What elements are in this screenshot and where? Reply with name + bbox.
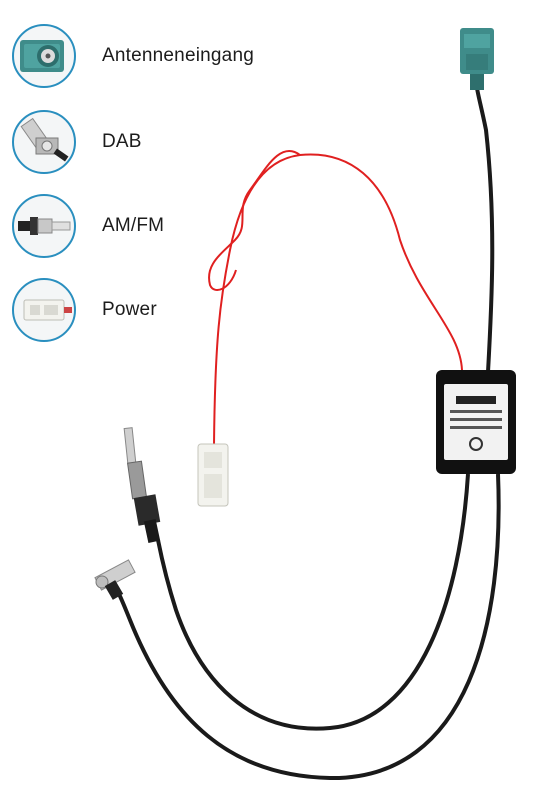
legend-label: AM/FM: [102, 215, 165, 236]
legend-item-dab: DAB: [12, 110, 142, 174]
smb-connector-icon: [94, 559, 136, 600]
am-fm-cable: [156, 473, 470, 731]
input-cable: [475, 87, 495, 373]
din-plug-icon: [123, 427, 161, 544]
legend-label: Antenneneingang: [102, 45, 254, 66]
din-plug-icon: [12, 194, 76, 258]
power-wire: [213, 153, 463, 446]
legend-item-antenneneingang: Antenneneingang: [12, 24, 254, 88]
legend-label: Power: [102, 299, 157, 320]
legend-label: DAB: [102, 131, 142, 152]
power-wire-coil: [208, 149, 301, 291]
splitter-box-icon: [436, 370, 516, 474]
dab-cable: [114, 473, 501, 781]
fakra-connector-icon: [460, 28, 494, 90]
power-plug-icon: [197, 443, 229, 507]
smb-angled-connector-icon: [12, 110, 76, 174]
legend-item-am-fm: AM/FM: [12, 194, 164, 258]
fakra-z-connector-icon: [12, 24, 76, 88]
legend-item-power: Power: [12, 278, 157, 342]
power-plug-icon: [12, 278, 76, 342]
